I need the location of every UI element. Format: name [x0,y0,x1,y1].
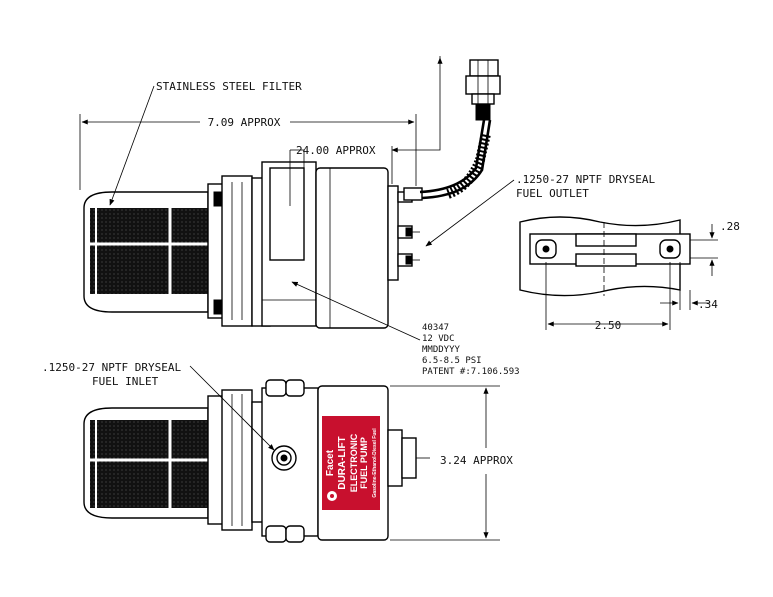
filter-label: STAINLESS STEEL FILTER [156,80,302,93]
spec-line-5: PATENT #:7.106.593 [422,367,520,377]
outlet-callout: .1250-27 NPTF DRYSEAL FUEL OUTLET [425,173,655,247]
label-line1: DURA-LIFT [337,436,348,489]
spec-line-2: 12 VDC [422,334,455,344]
length-label: 7.09 APPROX [208,116,281,129]
inlet-callout: .1250-27 NPTF DRYSEAL FUEL INLET [42,361,275,451]
height-label: 3.24 APPROX [440,454,513,467]
inlet-label-1: .1250-27 NPTF DRYSEAL [42,361,181,374]
outlet-label-1: .1250-27 NPTF DRYSEAL [516,173,655,186]
label-line4: Gasoline-Ethanol-Diesel Fuel [372,428,378,498]
bracket-detail: 2.50 .28 .34 [519,216,740,332]
facet-logo-icon [327,491,337,501]
spec-line-4: 6.5-8.5 PSI [422,356,482,366]
inlet-label-2: FUEL INLET [92,375,159,388]
filter-callout: STAINLESS STEEL FILTER [109,80,302,206]
dim-250-label: 2.50 [595,319,622,332]
spec-line-1: 40347 [422,323,449,333]
dim-28-label: .28 [720,220,740,233]
label-line3: FUEL PUMP [359,437,369,489]
lead-label: 24.00 APPROX [296,144,376,157]
side-view [83,59,501,329]
label-brand: Facet [325,449,336,476]
pump-label: Facet DURA-LIFT ELECTRONIC FUEL PUMP Gas… [325,428,378,498]
dimension-lead: 24.00 APPROX [290,56,443,184]
top-view [83,379,430,543]
spec-line-3: MMDDYYY [422,345,461,355]
spec-callout: 40347 12 VDC MMDDYYY 6.5-8.5 PSI PATENT … [291,281,520,377]
label-line2: ELECTRONIC [349,433,359,492]
dim-34-label: .34 [698,298,718,311]
outlet-label-2: FUEL OUTLET [516,187,589,200]
dimension-height: 3.24 APPROX [390,385,513,541]
